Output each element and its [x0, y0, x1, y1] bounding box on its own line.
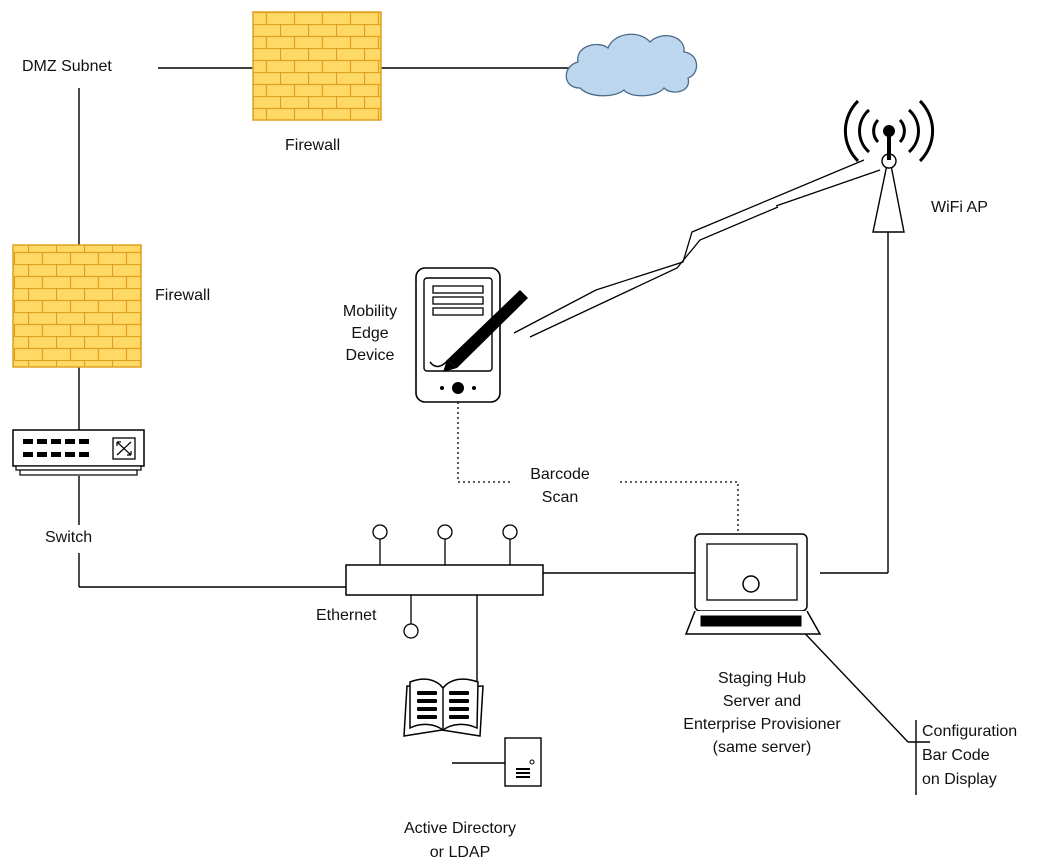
- config-barcode-label: Configuration Bar Code on Display: [922, 723, 1018, 788]
- pda-icon: [415, 267, 528, 403]
- cloud-icon: [565, 33, 698, 97]
- ethernet-label: Ethernet: [316, 607, 377, 624]
- barcode-scan-path: [457, 402, 739, 534]
- router-icon: [345, 524, 544, 639]
- wireless-link-icon: [513, 159, 881, 338]
- firewall-top-label: Firewall: [285, 137, 341, 154]
- staging-hub-label: Staging Hub Server and Enterprise Provis…: [683, 670, 841, 756]
- laptop-icon: [684, 533, 822, 635]
- firewall-left-label: Firewall: [155, 287, 211, 304]
- active-directory-label: Active Directory or LDAP: [403, 820, 517, 861]
- server-icon: [452, 737, 542, 787]
- wifi-ap-label: WiFi AP: [931, 199, 988, 216]
- firewall-icon: [252, 11, 382, 121]
- firewall-icon: [12, 244, 142, 368]
- directory-book-icon: [403, 678, 484, 737]
- barcode-scan-label: Barcode Scan: [530, 466, 590, 506]
- switch-label: Switch: [45, 529, 93, 546]
- dmz-subnet-label: DMZ Subnet: [22, 58, 112, 75]
- wifi-tower-icon: [843, 99, 935, 233]
- switch-icon: [12, 429, 145, 476]
- mobility-device-label: Mobility Edge Device: [342, 303, 398, 364]
